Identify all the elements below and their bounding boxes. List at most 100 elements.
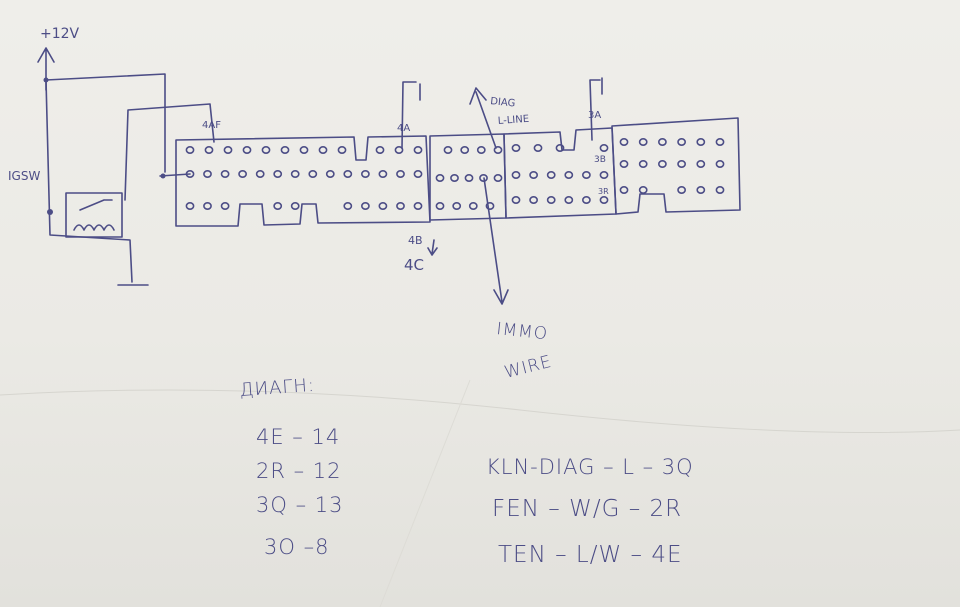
- paper-crease: [379, 379, 471, 607]
- pin-hole: [582, 196, 591, 205]
- pin-hole: [715, 160, 725, 169]
- pin-hole: [460, 146, 470, 155]
- pin-hole: [280, 146, 290, 155]
- notes-heading: ДИАГН:: [239, 375, 316, 401]
- pin-hole: [185, 146, 195, 155]
- pin-hole: [452, 202, 462, 211]
- connector-block-4: [611, 117, 741, 215]
- pin-hole: [564, 171, 574, 180]
- pin-hole: [343, 170, 353, 179]
- supply-wiring: [43, 73, 215, 286]
- connector-block-3: [503, 127, 617, 219]
- pin-rows-block-1: [185, 146, 423, 211]
- pin-hole: [599, 171, 609, 180]
- pin-hole: [413, 202, 423, 211]
- pin-rows-block-2: [435, 146, 503, 211]
- pin-hole: [203, 170, 212, 179]
- label-wire: WIRE: [502, 352, 554, 383]
- pin-hole: [715, 186, 725, 195]
- pin-hole: [435, 202, 445, 211]
- label-plus12v: +12V: [40, 26, 80, 42]
- connector-block-1: [175, 135, 431, 227]
- pin-hole: [533, 144, 543, 153]
- pin-hole: [325, 170, 335, 179]
- diag-arrow: [469, 87, 497, 149]
- pin-hole: [273, 202, 283, 211]
- note-left-2: 2R – 12: [256, 459, 342, 483]
- pin-hole: [360, 170, 370, 179]
- pin-hole: [413, 170, 423, 179]
- label-pin-4a: 4A: [397, 123, 410, 134]
- pin-hole: [255, 170, 265, 179]
- label-pin-3b: 3B: [594, 155, 606, 165]
- pin-hole: [360, 202, 370, 211]
- pin-hole: [413, 146, 423, 155]
- pin-hole: [511, 196, 521, 205]
- pin-hole: [242, 146, 252, 155]
- pin-hole: [638, 160, 648, 169]
- pin-hole: [450, 174, 459, 183]
- pin-hole: [546, 171, 556, 180]
- note-left-4: 3O –8: [264, 535, 329, 559]
- pin-hole: [619, 186, 629, 195]
- pin-hole: [204, 146, 214, 155]
- pin-hole: [696, 138, 706, 147]
- label-pin-3r: 3R: [598, 187, 609, 196]
- pin-hole: [677, 138, 686, 147]
- label-pin-3a: 3A: [588, 110, 601, 121]
- pin-hole: [511, 144, 521, 153]
- pin-hole: [261, 146, 271, 155]
- pin-hole: [375, 146, 385, 155]
- label-immo: IMMO: [495, 319, 549, 344]
- pin-hole: [318, 146, 328, 155]
- pin-hole: [677, 160, 686, 169]
- pin-hole: [290, 202, 300, 211]
- pin-hole: [696, 160, 706, 169]
- pin-hole: [493, 146, 503, 155]
- pin-hole: [238, 170, 247, 179]
- immo-arrow: [483, 177, 509, 305]
- pin-hole: [185, 170, 195, 179]
- label-pin-4b: 4B: [408, 234, 423, 247]
- pin-hole: [443, 146, 453, 155]
- pin-hole: [273, 170, 283, 179]
- pin-hole: [378, 170, 388, 179]
- pin-hole: [677, 186, 686, 195]
- ground-symbol-3a: [589, 77, 603, 141]
- pin-hole: [638, 186, 648, 195]
- pin-hole: [220, 170, 230, 179]
- pin-hole: [529, 196, 538, 205]
- pin-hole: [299, 146, 309, 155]
- pin-hole: [435, 174, 445, 183]
- paper-crease: [0, 389, 960, 433]
- note-right-3: TEN – L/W – 4E: [498, 542, 683, 568]
- pin-rows-block-3: [511, 144, 609, 205]
- note-left-3: 3Q – 13: [256, 493, 343, 517]
- pin-hole: [396, 202, 405, 211]
- pin-hole: [658, 160, 667, 169]
- pin-hole: [337, 146, 347, 155]
- pin-hole: [203, 202, 212, 211]
- pin-hole: [185, 202, 195, 211]
- pin-hole: [715, 138, 725, 147]
- label-diag: DIAG: [490, 96, 516, 110]
- pin-hole: [394, 146, 404, 155]
- pin-hole: [555, 144, 565, 153]
- pin-hole: [290, 170, 300, 179]
- pin-hole: [464, 174, 474, 183]
- pin-hole: [479, 174, 488, 183]
- pin-hole: [696, 186, 706, 195]
- pin-hole: [476, 146, 486, 155]
- pin-hole: [619, 160, 629, 169]
- pin-hole: [564, 196, 574, 205]
- note-left-1: 4E – 14: [256, 425, 340, 449]
- pin-hole: [378, 202, 388, 211]
- pin-hole: [308, 170, 318, 179]
- pin-hole: [220, 202, 230, 211]
- pin-rows-block-4: [619, 138, 725, 195]
- label-igsw: IGSW: [8, 169, 40, 183]
- pin-hole: [343, 202, 353, 211]
- pin-hole: [582, 171, 591, 180]
- label-pin-4af: 4AF: [202, 120, 221, 131]
